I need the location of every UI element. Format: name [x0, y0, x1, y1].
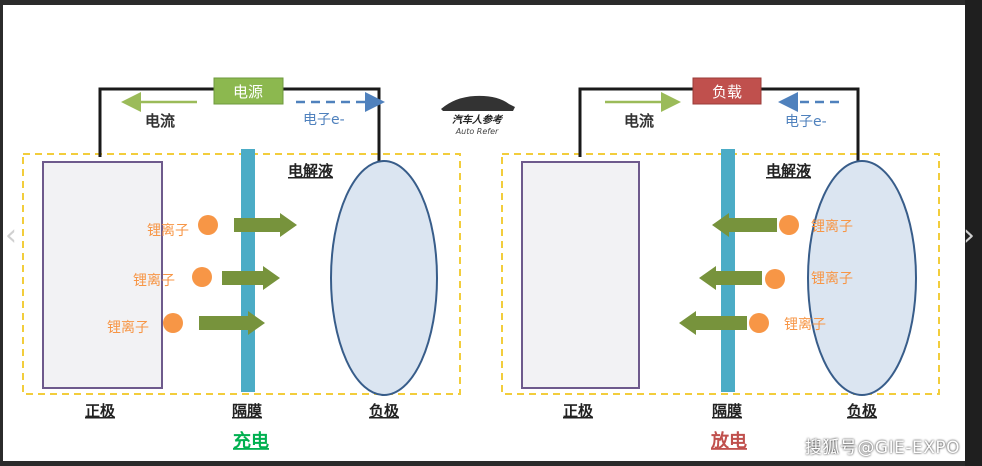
discharge-electrolyte-label: 电解液	[766, 162, 812, 180]
discharge-mode-label: 放电	[710, 430, 747, 452]
discharge-separator	[721, 149, 735, 392]
charge-ion-label-3: 锂离子	[107, 319, 149, 336]
discharge-separator-label: 隔膜	[712, 402, 742, 420]
charge-ion-arrow-1	[234, 213, 297, 237]
discharge-current-label: 电流	[624, 112, 654, 130]
discharge-positive-label: 正极	[563, 402, 594, 420]
charge-negative-label: 负极	[369, 402, 400, 420]
discharge-diagram: 负载 电流 电子e- 电解液 锂离子 锂离子 锂离子 正	[501, 77, 940, 452]
charge-diagram: 电源 电流 电子e- 电解液 锂离子 锂离子 锂离子 正	[22, 77, 461, 452]
discharge-ion-3	[749, 313, 769, 333]
charge-electron-label: 电子e-	[303, 112, 345, 128]
car-silhouette-icon	[441, 95, 515, 111]
discharge-ion-2	[765, 269, 785, 289]
charge-ion-arrow-2	[222, 266, 280, 290]
charge-electrolyte-label: 电解液	[288, 162, 334, 180]
discharge-dashed-boundary	[501, 153, 940, 395]
discharge-ion-label-2: 锂离子	[811, 270, 853, 287]
discharge-ion-arrow-2	[699, 266, 762, 290]
charge-negative-electrode	[330, 160, 438, 396]
battery-diagram-svg: 电源 电流 电子e- 电解液 锂离子 锂离子 锂离子 正	[22, 77, 940, 452]
chevron-left-icon: ‹	[5, 217, 17, 253]
charge-ion-label-1: 锂离子	[147, 222, 189, 239]
prev-slide-button[interactable]: ‹	[0, 205, 22, 265]
discharge-ion-label-1: 锂离子	[811, 218, 853, 235]
right-edge-bar	[965, 0, 982, 466]
discharge-negative-electrode	[807, 160, 917, 396]
auto-refer-logo: 汽车人参考 Auto Refer	[441, 95, 515, 136]
discharge-ion-arrow-1	[712, 213, 777, 237]
logo-line-1: 汽车人参考	[452, 114, 504, 126]
discharge-negative-label: 负极	[847, 402, 878, 420]
charge-ion-label-2: 锂离子	[133, 272, 175, 289]
charge-ion-3	[163, 313, 183, 333]
discharge-electron-label: 电子e-	[785, 114, 827, 130]
charge-ion-arrow-3	[199, 311, 265, 335]
charge-separator	[241, 149, 255, 392]
charge-current-label: 电流	[145, 112, 175, 130]
watermark-text: 搜狐号@GIE-EXPO	[804, 438, 960, 458]
discharge-positive-electrode	[521, 161, 640, 389]
discharge-ion-1	[779, 215, 799, 235]
power-source-label: 电源	[233, 83, 263, 101]
power-source-box[interactable]	[213, 77, 284, 105]
next-slide-button[interactable]: ›	[958, 205, 980, 265]
diagram-canvas: 电源 电流 电子e- 电解液 锂离子 锂离子 锂离子 正	[3, 5, 965, 461]
charge-positive-label: 正极	[85, 402, 116, 420]
load-box[interactable]	[692, 77, 762, 105]
chevron-right-icon: ›	[963, 217, 975, 253]
charge-separator-label: 隔膜	[232, 402, 262, 420]
charge-mode-label: 充电	[233, 430, 269, 452]
load-label: 负载	[712, 83, 742, 101]
charge-ion-1	[198, 215, 218, 235]
charge-ion-2	[192, 267, 212, 287]
charge-positive-electrode	[42, 161, 163, 389]
discharge-ion-label-3: 锂离子	[784, 316, 826, 333]
discharge-ion-arrow-3	[679, 311, 747, 335]
logo-line-2: Auto Refer	[455, 127, 499, 136]
